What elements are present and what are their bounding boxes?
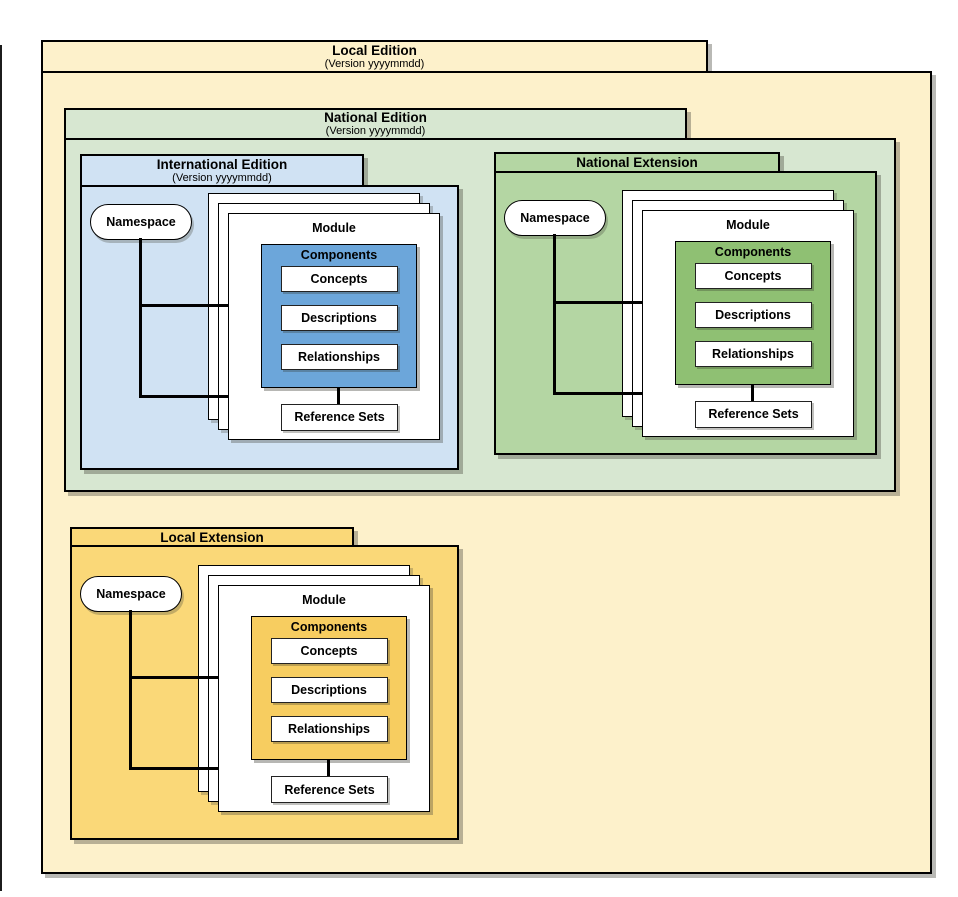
- international-edition-tab: International Edition (Version yyyymmdd): [80, 154, 364, 187]
- descriptions-box: Descriptions: [270, 677, 388, 703]
- local-edition-title: Local Edition: [332, 42, 417, 58]
- namespace-connector-branch-2: [139, 394, 230, 398]
- components-refsets-connector: [337, 387, 340, 404]
- relationships-box: Relationships: [280, 343, 398, 370]
- components-refsets-connector: [751, 384, 754, 401]
- concepts-box: Concepts: [270, 638, 388, 664]
- components-box: Components Concepts Descriptions Relatio…: [675, 240, 831, 385]
- namespace-connector-branch-1: [139, 303, 230, 307]
- components-refsets-connector: [327, 760, 330, 776]
- namespace-connector-branch-2: [129, 767, 220, 770]
- namespace-connector-vertical: [553, 233, 556, 395]
- international-edition-body: Namespace Module Components Concepts: [80, 184, 459, 470]
- local-extension-title: Local Extension: [160, 529, 264, 545]
- national-edition-body: International Edition (Version yyyymmdd)…: [64, 138, 896, 492]
- local-extension-body: Namespace Module Components Concepts Des…: [70, 545, 459, 840]
- reference-sets-box: Reference Sets: [271, 776, 388, 803]
- panel-local-extension: Local Extension Namespace Module Compone…: [70, 526, 459, 840]
- components-label: Components: [290, 620, 368, 634]
- folder-national-edition: National Edition (Version yyyymmdd) Inte…: [64, 107, 896, 492]
- folder-local-edition: Local Edition (Version yyyymmdd) Nationa…: [41, 40, 932, 874]
- module-label: Module: [312, 220, 356, 235]
- national-edition-tab: National Edition (Version yyyymmdd): [64, 107, 687, 141]
- namespace-pill: Namespace: [504, 199, 606, 236]
- relationships-box: Relationships: [270, 716, 388, 742]
- international-edition-title: International Edition: [156, 156, 288, 172]
- panel-national-extension: National Extension Namespace Module: [494, 152, 877, 455]
- components-box: Components Concepts Descriptions Relatio…: [261, 243, 417, 388]
- namespace-connector-vertical: [139, 237, 142, 398]
- module-card-front: Module Components Concepts Descriptions …: [642, 209, 854, 437]
- components-label: Components: [714, 244, 792, 259]
- namespace-connector-branch-1: [129, 676, 220, 679]
- namespace-connector-branch-2: [553, 391, 644, 395]
- reference-sets-box: Reference Sets: [281, 403, 398, 431]
- concepts-box: Concepts: [280, 265, 398, 292]
- local-edition-body: National Edition (Version yyyymmdd) Inte…: [41, 70, 932, 874]
- components-box: Components Concepts Descriptions Relatio…: [251, 616, 407, 760]
- module-card-front: Module Components Concepts Descriptions …: [218, 585, 430, 812]
- relationships-box: Relationships: [694, 340, 812, 367]
- module-label: Module: [302, 593, 346, 607]
- local-edition-version: (Version yyyymmdd): [324, 57, 425, 70]
- descriptions-box: Descriptions: [280, 304, 398, 331]
- national-edition-title: National Edition: [324, 110, 427, 125]
- namespace-connector-branch-1: [553, 300, 644, 304]
- international-edition-version: (Version yyyymmdd): [172, 171, 272, 184]
- namespace-pill: Namespace: [80, 576, 182, 612]
- reference-sets-box: Reference Sets: [695, 400, 812, 428]
- components-label: Components: [300, 247, 378, 262]
- module-card-front: Module Components Concepts Descriptions …: [228, 212, 440, 440]
- descriptions-box: Descriptions: [694, 301, 812, 328]
- module-label: Module: [726, 217, 770, 232]
- left-frame-line: [0, 45, 2, 891]
- namespace-pill: Namespace: [90, 203, 192, 240]
- local-edition-tab: Local Edition (Version yyyymmdd): [41, 40, 708, 73]
- panel-international-edition: International Edition (Version yyyymmdd)…: [80, 154, 459, 470]
- concepts-box: Concepts: [694, 262, 812, 289]
- national-extension-body: Namespace Module Components Concepts: [494, 170, 877, 455]
- namespace-connector-vertical: [129, 610, 132, 770]
- national-extension-title: National Extension: [576, 155, 698, 170]
- national-edition-version: (Version yyyymmdd): [325, 125, 426, 137]
